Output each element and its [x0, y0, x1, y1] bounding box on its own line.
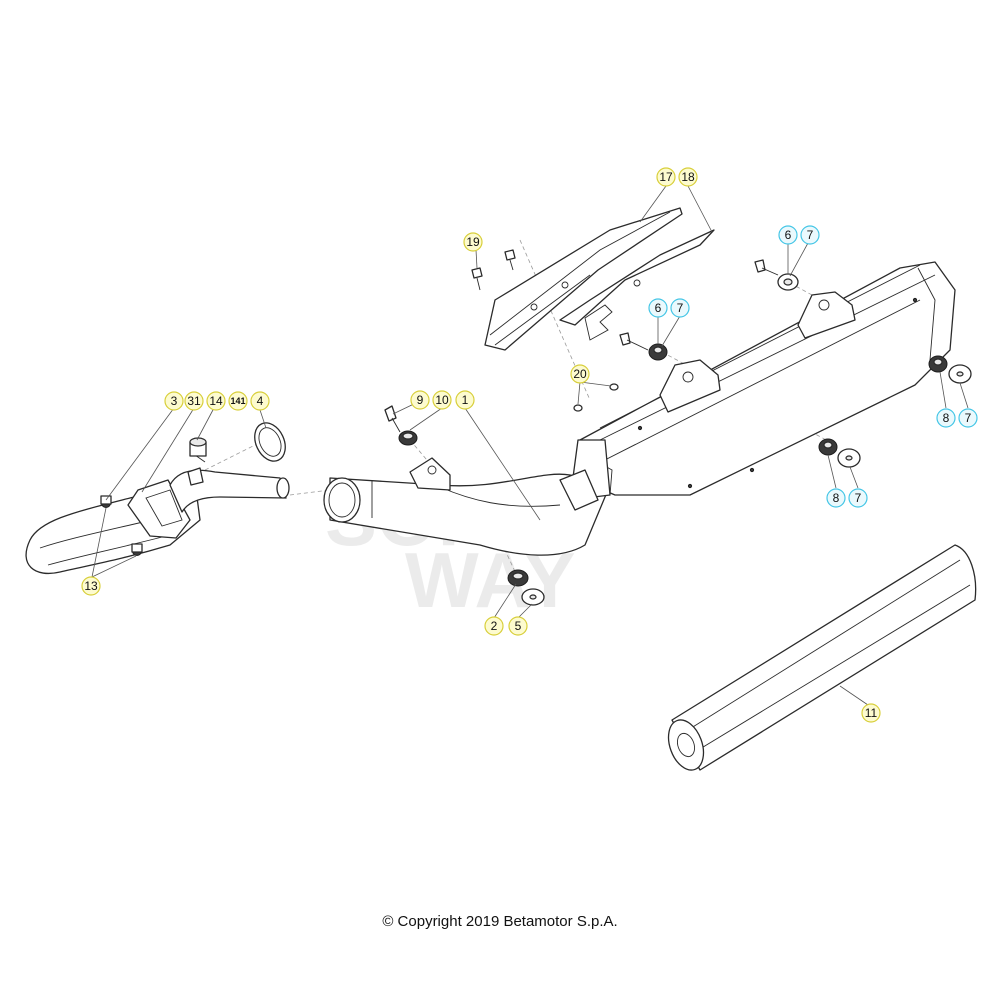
- callout-7-middle-label: 7: [677, 301, 684, 315]
- callout-19-label: 19: [466, 235, 480, 249]
- silencer-packing: [667, 544, 977, 771]
- callout-3[interactable]: 3: [164, 391, 184, 411]
- silencer-bolts: [619, 259, 799, 361]
- callout-6-upper[interactable]: 6: [778, 225, 798, 245]
- gasket: [254, 422, 286, 462]
- callout-141[interactable]: 141: [228, 391, 248, 411]
- callout-7-middle[interactable]: 7: [670, 298, 690, 318]
- callout-6-upper-label: 6: [785, 228, 792, 242]
- callout-17[interactable]: 17: [656, 167, 676, 187]
- callout-9-label: 9: [417, 393, 424, 407]
- callout-13-label: 13: [84, 579, 98, 593]
- callout-7-upper-label: 7: [807, 228, 814, 242]
- callout-6-middle[interactable]: 6: [648, 298, 668, 318]
- callout-20[interactable]: 20: [570, 364, 590, 384]
- silencer-grommets: [818, 355, 972, 468]
- callout-7-right-label: 7: [965, 411, 972, 425]
- callout-7-upper[interactable]: 7: [800, 225, 820, 245]
- copyright-notice: © Copyright 2019 Betamotor S.p.A.: [382, 913, 618, 930]
- callout-7-lower-label: 7: [855, 491, 862, 505]
- callouts: 3 31 14 141 4 13 9 10 1 2 5: [81, 167, 978, 723]
- callout-8-lower[interactable]: 8: [826, 488, 846, 508]
- callout-11-label: 11: [865, 706, 878, 720]
- callout-8-right[interactable]: 8: [936, 408, 956, 428]
- callout-1[interactable]: 1: [455, 390, 475, 410]
- callout-13[interactable]: 13: [81, 576, 101, 596]
- callout-19[interactable]: 19: [463, 232, 483, 252]
- callout-2-label: 2: [491, 619, 498, 633]
- shield-bolts: [471, 249, 516, 291]
- callout-3-label: 3: [171, 394, 178, 408]
- heat-shield: [484, 207, 715, 351]
- pipe-mount-hardware: [384, 405, 418, 446]
- callout-4-label: 4: [257, 394, 264, 408]
- callout-6-middle-label: 6: [655, 301, 662, 315]
- callout-31-label: 31: [187, 394, 201, 408]
- callout-8-lower-label: 8: [833, 491, 840, 505]
- callout-4[interactable]: 4: [250, 391, 270, 411]
- callout-9[interactable]: 9: [410, 390, 430, 410]
- callout-2[interactable]: 2: [484, 616, 504, 636]
- callout-1-label: 1: [462, 393, 469, 407]
- leader-lines: [91, 185, 969, 706]
- silencer: [559, 261, 956, 511]
- plug: [189, 437, 207, 457]
- callout-17-label: 17: [659, 170, 673, 184]
- callout-20-label: 20: [573, 367, 587, 381]
- callout-7-lower[interactable]: 7: [848, 488, 868, 508]
- callout-14-label: 14: [209, 394, 223, 408]
- callout-18[interactable]: 18: [678, 167, 698, 187]
- callout-10-label: 10: [435, 393, 449, 407]
- callout-31[interactable]: 31: [184, 391, 204, 411]
- callout-14[interactable]: 14: [206, 391, 226, 411]
- middle-pipe: [323, 457, 611, 556]
- callout-18-label: 18: [681, 170, 695, 184]
- header-pipe: [25, 454, 290, 574]
- callout-5-label: 5: [515, 619, 522, 633]
- callout-141-label: 141: [230, 396, 245, 406]
- callout-7-right[interactable]: 7: [958, 408, 978, 428]
- callout-10[interactable]: 10: [432, 390, 452, 410]
- callout-5[interactable]: 5: [508, 616, 528, 636]
- grommet-lower: [507, 569, 545, 606]
- callout-8-right-label: 8: [943, 411, 950, 425]
- callout-11[interactable]: 11: [861, 703, 881, 723]
- washers-20: [573, 383, 619, 412]
